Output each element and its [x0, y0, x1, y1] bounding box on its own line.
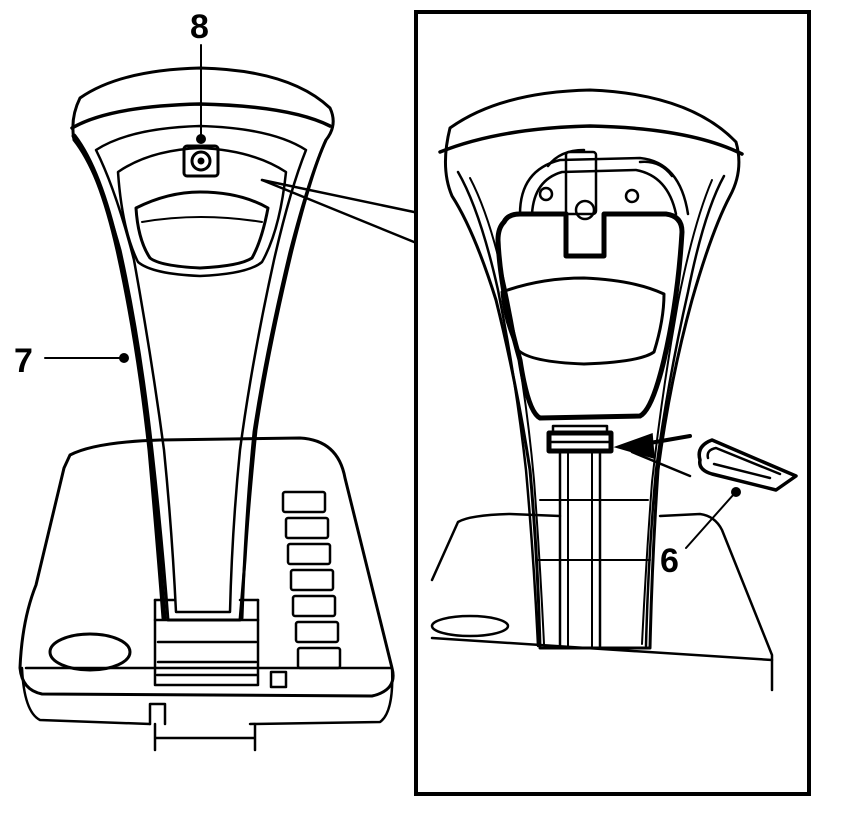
console-base: [18, 436, 395, 752]
retaining-clip: [697, 438, 798, 492]
gear-indicator-panel: [281, 490, 342, 670]
label-clip: 6: [660, 542, 679, 580]
inset-knob-housing: [438, 88, 744, 650]
shift-knob: [70, 66, 335, 622]
cup-holder: [48, 632, 132, 672]
insert-arrow: [613, 432, 692, 478]
inset-panel: [495, 211, 685, 421]
callout-leaders-left: [44, 44, 206, 363]
small-square: [269, 670, 288, 689]
inset-frame: [414, 10, 811, 796]
label-knob: 7: [14, 342, 33, 380]
detail-inset: 6: [414, 10, 811, 796]
zoom-wedge: [260, 178, 416, 244]
inset-mechanism: [518, 148, 690, 221]
inset-shaft: [537, 424, 651, 650]
knob-screw: [182, 144, 220, 178]
left-view: 8 7: [14, 8, 416, 752]
callout-leader-clip: [685, 487, 741, 549]
label-screw: 8: [190, 8, 209, 46]
